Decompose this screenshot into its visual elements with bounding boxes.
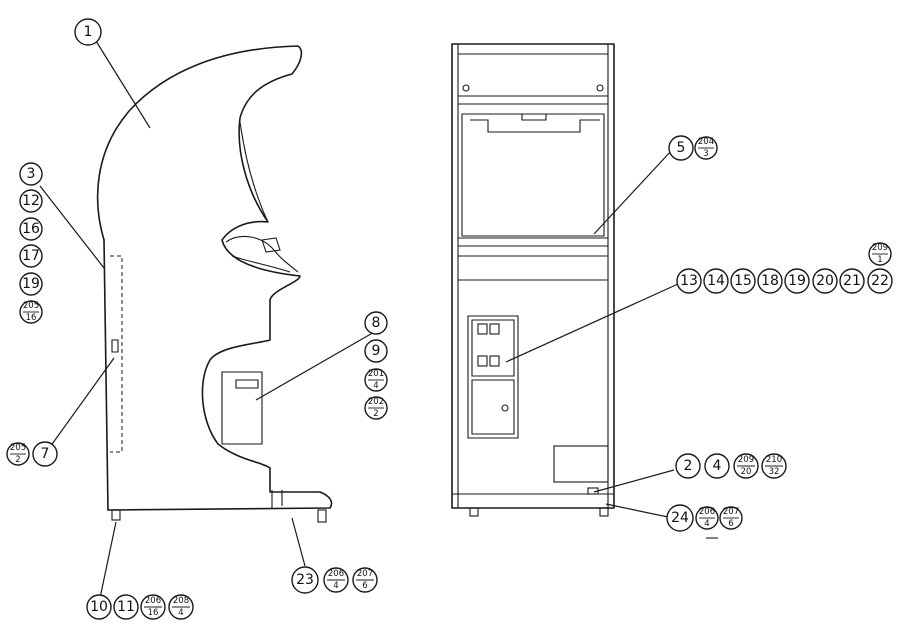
- callout-20: 20: [812, 268, 838, 294]
- svg-text:32: 32: [769, 467, 780, 477]
- callout-205-16: 205 16: [19, 300, 43, 324]
- callout-19-side: 19: [19, 272, 43, 296]
- svg-text:9: 9: [372, 343, 381, 359]
- svg-text:24: 24: [671, 510, 689, 526]
- callout-2: 2: [675, 453, 701, 479]
- callout-22: 22: [867, 268, 893, 294]
- callout-17: 17: [19, 244, 43, 268]
- svg-text:7: 7: [41, 446, 50, 462]
- callout-8: 8: [364, 311, 388, 335]
- svg-text:206: 206: [145, 596, 161, 606]
- callout-24: 24: [666, 504, 694, 532]
- svg-text:208: 208: [173, 596, 189, 606]
- svg-text:2: 2: [373, 409, 378, 419]
- callout-7: 7: [32, 441, 58, 467]
- svg-text:20: 20: [741, 467, 752, 477]
- callout-11: 11: [113, 594, 139, 620]
- callout-10: 10: [86, 594, 112, 620]
- svg-text:8: 8: [372, 315, 381, 331]
- callout-16: 16: [19, 217, 43, 241]
- svg-text:207: 207: [357, 569, 373, 579]
- callout-14: 14: [703, 268, 729, 294]
- callout-18: 18: [757, 268, 783, 294]
- callout-204-3: 204 3: [694, 136, 718, 160]
- svg-text:201: 201: [368, 369, 384, 379]
- svg-text:15: 15: [734, 273, 752, 289]
- svg-text:205: 205: [23, 301, 39, 311]
- svg-text:209: 209: [872, 243, 888, 253]
- svg-text:209: 209: [738, 455, 754, 465]
- svg-text:6: 6: [362, 581, 367, 591]
- callout-205-2: 205 2: [6, 442, 30, 466]
- svg-text:204: 204: [698, 137, 714, 147]
- svg-text:2: 2: [15, 455, 20, 465]
- callout-9: 9: [364, 339, 388, 363]
- svg-text:4: 4: [713, 458, 722, 474]
- svg-text:1: 1: [877, 255, 882, 265]
- callout-201-4: 201 4: [364, 368, 388, 392]
- svg-text:205: 205: [10, 443, 26, 453]
- svg-text:23: 23: [296, 572, 314, 588]
- callout-19-front: 19: [784, 268, 810, 294]
- callout-21: 21: [839, 268, 865, 294]
- callout-206-4-side: 206 4: [323, 567, 349, 593]
- callout-13: 13: [676, 268, 702, 294]
- callout-4: 4: [704, 453, 730, 479]
- svg-text:3: 3: [703, 149, 708, 159]
- leader-lines: [39, 40, 679, 599]
- svg-text:4: 4: [373, 381, 378, 391]
- callout-15: 15: [730, 268, 756, 294]
- callout-209-20: 209 20: [733, 453, 759, 479]
- svg-text:1: 1: [84, 24, 93, 40]
- svg-text:3: 3: [27, 166, 36, 182]
- callout-202-2: 202 2: [364, 396, 388, 420]
- callout-1: 1: [74, 18, 102, 46]
- svg-text:12: 12: [22, 193, 40, 209]
- svg-text:210: 210: [766, 455, 782, 465]
- svg-text:16: 16: [26, 313, 37, 323]
- svg-text:13: 13: [680, 273, 698, 289]
- svg-text:11: 11: [117, 599, 135, 615]
- callout-209-1: 209 1: [868, 242, 892, 266]
- callout-206-4-front: 206 4: [695, 506, 719, 530]
- svg-text:14: 14: [707, 273, 725, 289]
- callout-207-6-front: 207 6: [719, 506, 743, 530]
- svg-text:19: 19: [788, 273, 806, 289]
- svg-text:22: 22: [871, 273, 889, 289]
- svg-text:5: 5: [677, 140, 686, 156]
- callout-23: 23: [291, 566, 319, 594]
- svg-text:16: 16: [148, 608, 159, 618]
- callout-12: 12: [19, 189, 43, 213]
- callout-3: 3: [19, 162, 43, 186]
- callout-206-16: 206 16: [140, 594, 166, 620]
- svg-text:19: 19: [22, 276, 40, 292]
- cabinet-front-view: [451, 43, 615, 517]
- svg-text:206: 206: [328, 569, 344, 579]
- svg-text:16: 16: [22, 221, 40, 237]
- cabinet-side-view: [96, 45, 333, 523]
- svg-text:4: 4: [333, 581, 338, 591]
- svg-text:207: 207: [723, 507, 739, 517]
- svg-text:17: 17: [22, 248, 40, 264]
- svg-text:4: 4: [704, 519, 709, 529]
- svg-text:2: 2: [684, 458, 693, 474]
- svg-text:6: 6: [728, 519, 733, 529]
- svg-text:10: 10: [90, 599, 108, 615]
- svg-text:206: 206: [699, 507, 715, 517]
- callout-210-32: 210 32: [761, 453, 787, 479]
- callout-207-6-side: 207 6: [352, 567, 378, 593]
- svg-text:21: 21: [843, 273, 861, 289]
- svg-text:18: 18: [761, 273, 779, 289]
- svg-text:202: 202: [368, 397, 384, 407]
- callout-5: 5: [668, 135, 694, 161]
- svg-text:4: 4: [178, 608, 183, 618]
- callout-208-4: 208 4: [168, 594, 194, 620]
- svg-text:20: 20: [816, 273, 834, 289]
